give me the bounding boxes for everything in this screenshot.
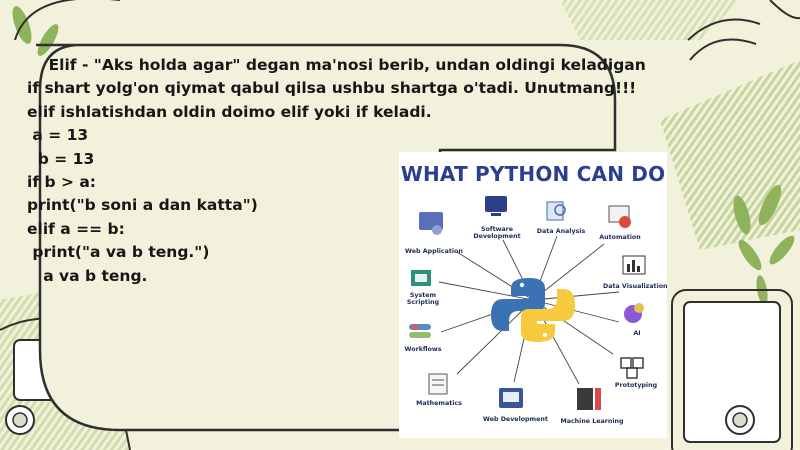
software-development-icon — [485, 196, 507, 216]
ai-icon — [624, 303, 644, 323]
text-line: if shart yolg'on qiymat qabul qilsa ushb… — [27, 79, 637, 98]
stripe-patch-top — [560, 0, 740, 40]
web-application-icon — [419, 212, 443, 235]
code-explanation: Elif - "Aks holda agar" degan ma'nosi be… — [27, 54, 646, 288]
stripe-patch-right — [660, 60, 800, 250]
label-prototyping: Prototyping — [614, 382, 658, 389]
code-line: b = 13 — [27, 149, 95, 168]
leaf-sprig-right — [733, 184, 795, 305]
text-frame — [36, 43, 617, 432]
label-workflows: Workflows — [404, 346, 442, 353]
web-development-icon — [499, 388, 523, 408]
code-line: print("a va b teng.") — [27, 243, 210, 262]
diagram-title: WHAT PYTHON CAN DO — [400, 162, 666, 186]
text-line: elif ishlatishdan oldin doimo elif yoki … — [27, 102, 432, 121]
label-automation: Automation — [599, 234, 641, 241]
machine-learning-icon — [577, 388, 601, 410]
mathematics-icon — [428, 373, 448, 395]
python-diagram — [409, 196, 646, 410]
data-visualization-icon — [622, 255, 646, 275]
system-scripting-icon — [411, 270, 431, 286]
prototyping-icon — [620, 357, 644, 379]
automation-icon — [608, 205, 631, 228]
code-line: if b > a: — [27, 173, 96, 192]
top-right-outlines — [687, 0, 800, 61]
device-outline-right — [671, 289, 793, 450]
label-web-development: Web Development — [483, 416, 548, 423]
workflows-icon — [409, 324, 431, 338]
code-line: print("b soni a dan katta") — [27, 196, 258, 215]
label-software-development: Software Development — [473, 226, 521, 240]
label-machine-learning: Machine Learning — [560, 418, 624, 425]
label-data-visualization: Data Visualization — [603, 283, 667, 290]
python-logo — [491, 278, 575, 342]
label-data-analysis: Data Analysis — [536, 228, 586, 235]
output-line: a va b teng. — [27, 266, 148, 285]
label-system-scripting: System Scripting — [406, 292, 440, 306]
label-ai: AI — [633, 330, 641, 337]
label-mathematics: Mathematics — [416, 400, 462, 407]
data-analysis-icon — [546, 201, 566, 221]
code-line: a = 13 — [27, 126, 89, 145]
label-web-application: Web Application — [405, 248, 463, 255]
what-python-can-do-image: WHAT PYTHON CAN DO Web Application Softw… — [399, 152, 667, 438]
code-line: elif a == b: — [27, 219, 125, 238]
text-line: Elif - "Aks holda agar" degan ma'nosi be… — [27, 56, 646, 74]
